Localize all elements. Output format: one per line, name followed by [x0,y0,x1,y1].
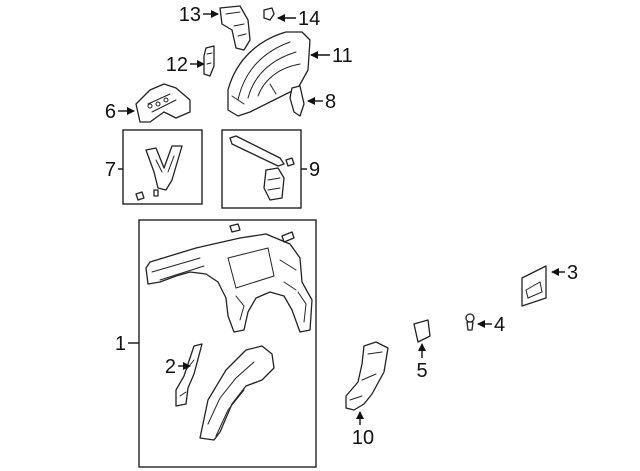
callout-7: 7 [105,159,116,181]
part-4-clip[interactable] [465,313,475,331]
part-13-bracket[interactable] [219,5,251,51]
part-1-quarter-inner[interactable] [145,223,313,333]
part-8-bracket[interactable] [289,85,305,117]
part-14-clip[interactable] [263,7,275,21]
callout-12: 12 [166,54,188,76]
callout-2: 2 [165,356,176,378]
callout-5: 5 [416,360,427,382]
callout-9: 9 [309,159,320,181]
part-6-extension[interactable] [135,83,191,123]
callout-11: 11 [332,45,353,67]
part-10-pillar[interactable] [345,341,389,411]
part-3-cover[interactable] [521,265,547,307]
part-1-wheelhouse-outer[interactable] [199,345,275,441]
part-12-bracket[interactable] [203,45,215,77]
callout-10: 10 [352,427,374,449]
callout-3: 3 [567,262,578,284]
part-7-support[interactable] [135,145,183,201]
callout-6: 6 [105,101,116,123]
part-5-plate[interactable] [413,319,431,343]
callout-13: 13 [179,4,201,26]
callout-8: 8 [325,91,336,113]
part-11-wheelhouse[interactable] [227,31,311,117]
callout-14: 14 [298,8,320,30]
callout-4: 4 [494,314,505,336]
part-9-rail[interactable] [229,135,295,201]
callout-1: 1 [115,333,126,355]
